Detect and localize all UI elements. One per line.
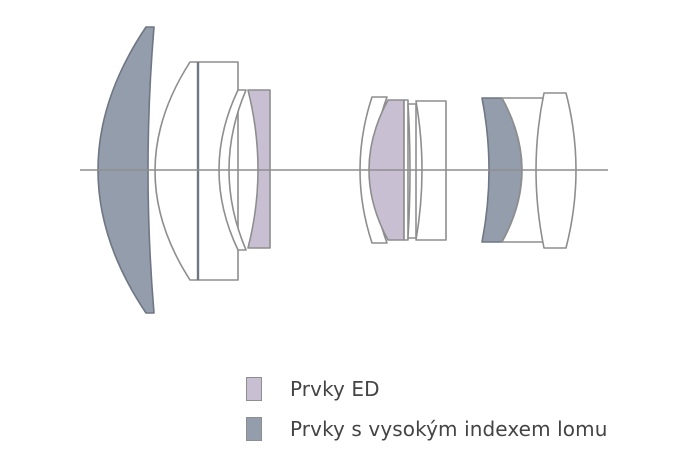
lens-element-2 — [154, 61, 199, 281]
legend-item-ed: Prvky ED — [246, 375, 380, 403]
ed-swatch — [246, 377, 262, 401]
lens-element-4 — [218, 89, 247, 251]
lens-element-5 — [247, 89, 271, 249]
high-index-swatch — [246, 417, 262, 441]
lens-element-3 — [197, 61, 239, 281]
legend-item-high-index: Prvky s vysokým indexem lomu — [246, 415, 607, 443]
legend-label-high-index: Prvky s vysokým indexem lomu — [290, 417, 608, 441]
legend-label-ed: Prvky ED — [290, 377, 380, 401]
lens-element-9 — [407, 103, 417, 239]
